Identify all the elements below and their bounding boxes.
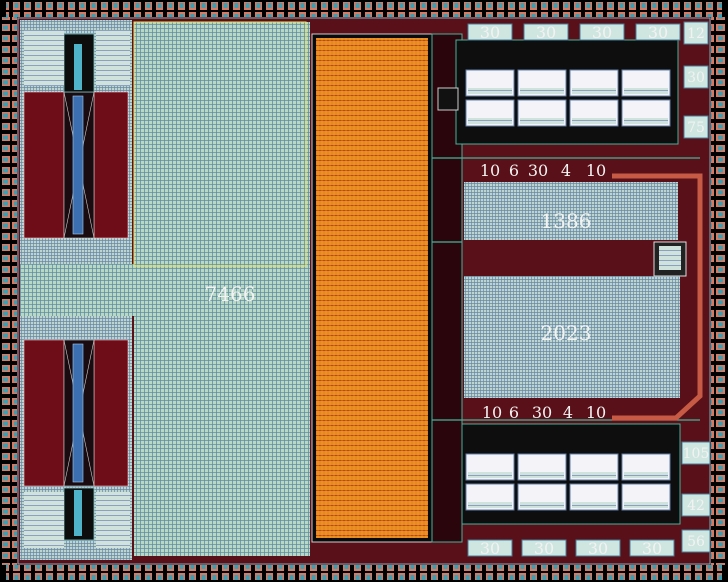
left-macro-lower: [20, 316, 132, 560]
pad-ring-left: [2, 17, 17, 565]
label-7466: 7466: [205, 282, 256, 306]
lower-row-label: 30: [532, 403, 552, 422]
bottom-cell-label: 30: [588, 539, 608, 558]
pad-ring-right: [711, 17, 726, 565]
top-cell-label: 30: [592, 23, 612, 42]
bottom-cell-label: 30: [534, 539, 554, 558]
upper-row-label: 6: [509, 161, 519, 180]
label-1386: 1386: [541, 209, 592, 233]
block-2023: 2023: [464, 276, 680, 398]
right-edge-label: 75: [687, 120, 705, 136]
lower-row-label: 4: [563, 403, 573, 422]
bottom-cell-label: 30: [642, 539, 662, 558]
top-cell-label: 30: [480, 23, 500, 42]
pad-ring-bottom: [6, 565, 722, 580]
right-edge-label: 105: [683, 446, 710, 462]
block-1386: 1386: [464, 182, 678, 240]
lower-row-label: 6: [509, 403, 519, 422]
top-cell-label: 30: [536, 23, 556, 42]
upper-row-label: 30: [528, 161, 548, 180]
upper-row-label: 4: [561, 161, 571, 180]
pad-ring-top: [6, 2, 722, 17]
upper-row-label: 10: [586, 161, 606, 180]
upper-row-label: 10: [480, 161, 500, 180]
lower-row-label: 10: [586, 403, 606, 422]
label-2023: 2023: [541, 321, 592, 345]
right-edge-label: 42: [687, 498, 705, 514]
bottom-cell-label: 30: [480, 539, 500, 558]
top-cell-label: 30: [648, 23, 668, 42]
right-edge-label: 56: [687, 534, 705, 550]
lower-row-label: 10: [482, 403, 502, 422]
right-edge-label: 12: [687, 26, 705, 42]
right-edge-label: 30: [687, 70, 705, 86]
left-macro-upper: [20, 20, 132, 264]
block-7466: 7466: [20, 21, 310, 556]
logic-column: [311, 33, 433, 543]
